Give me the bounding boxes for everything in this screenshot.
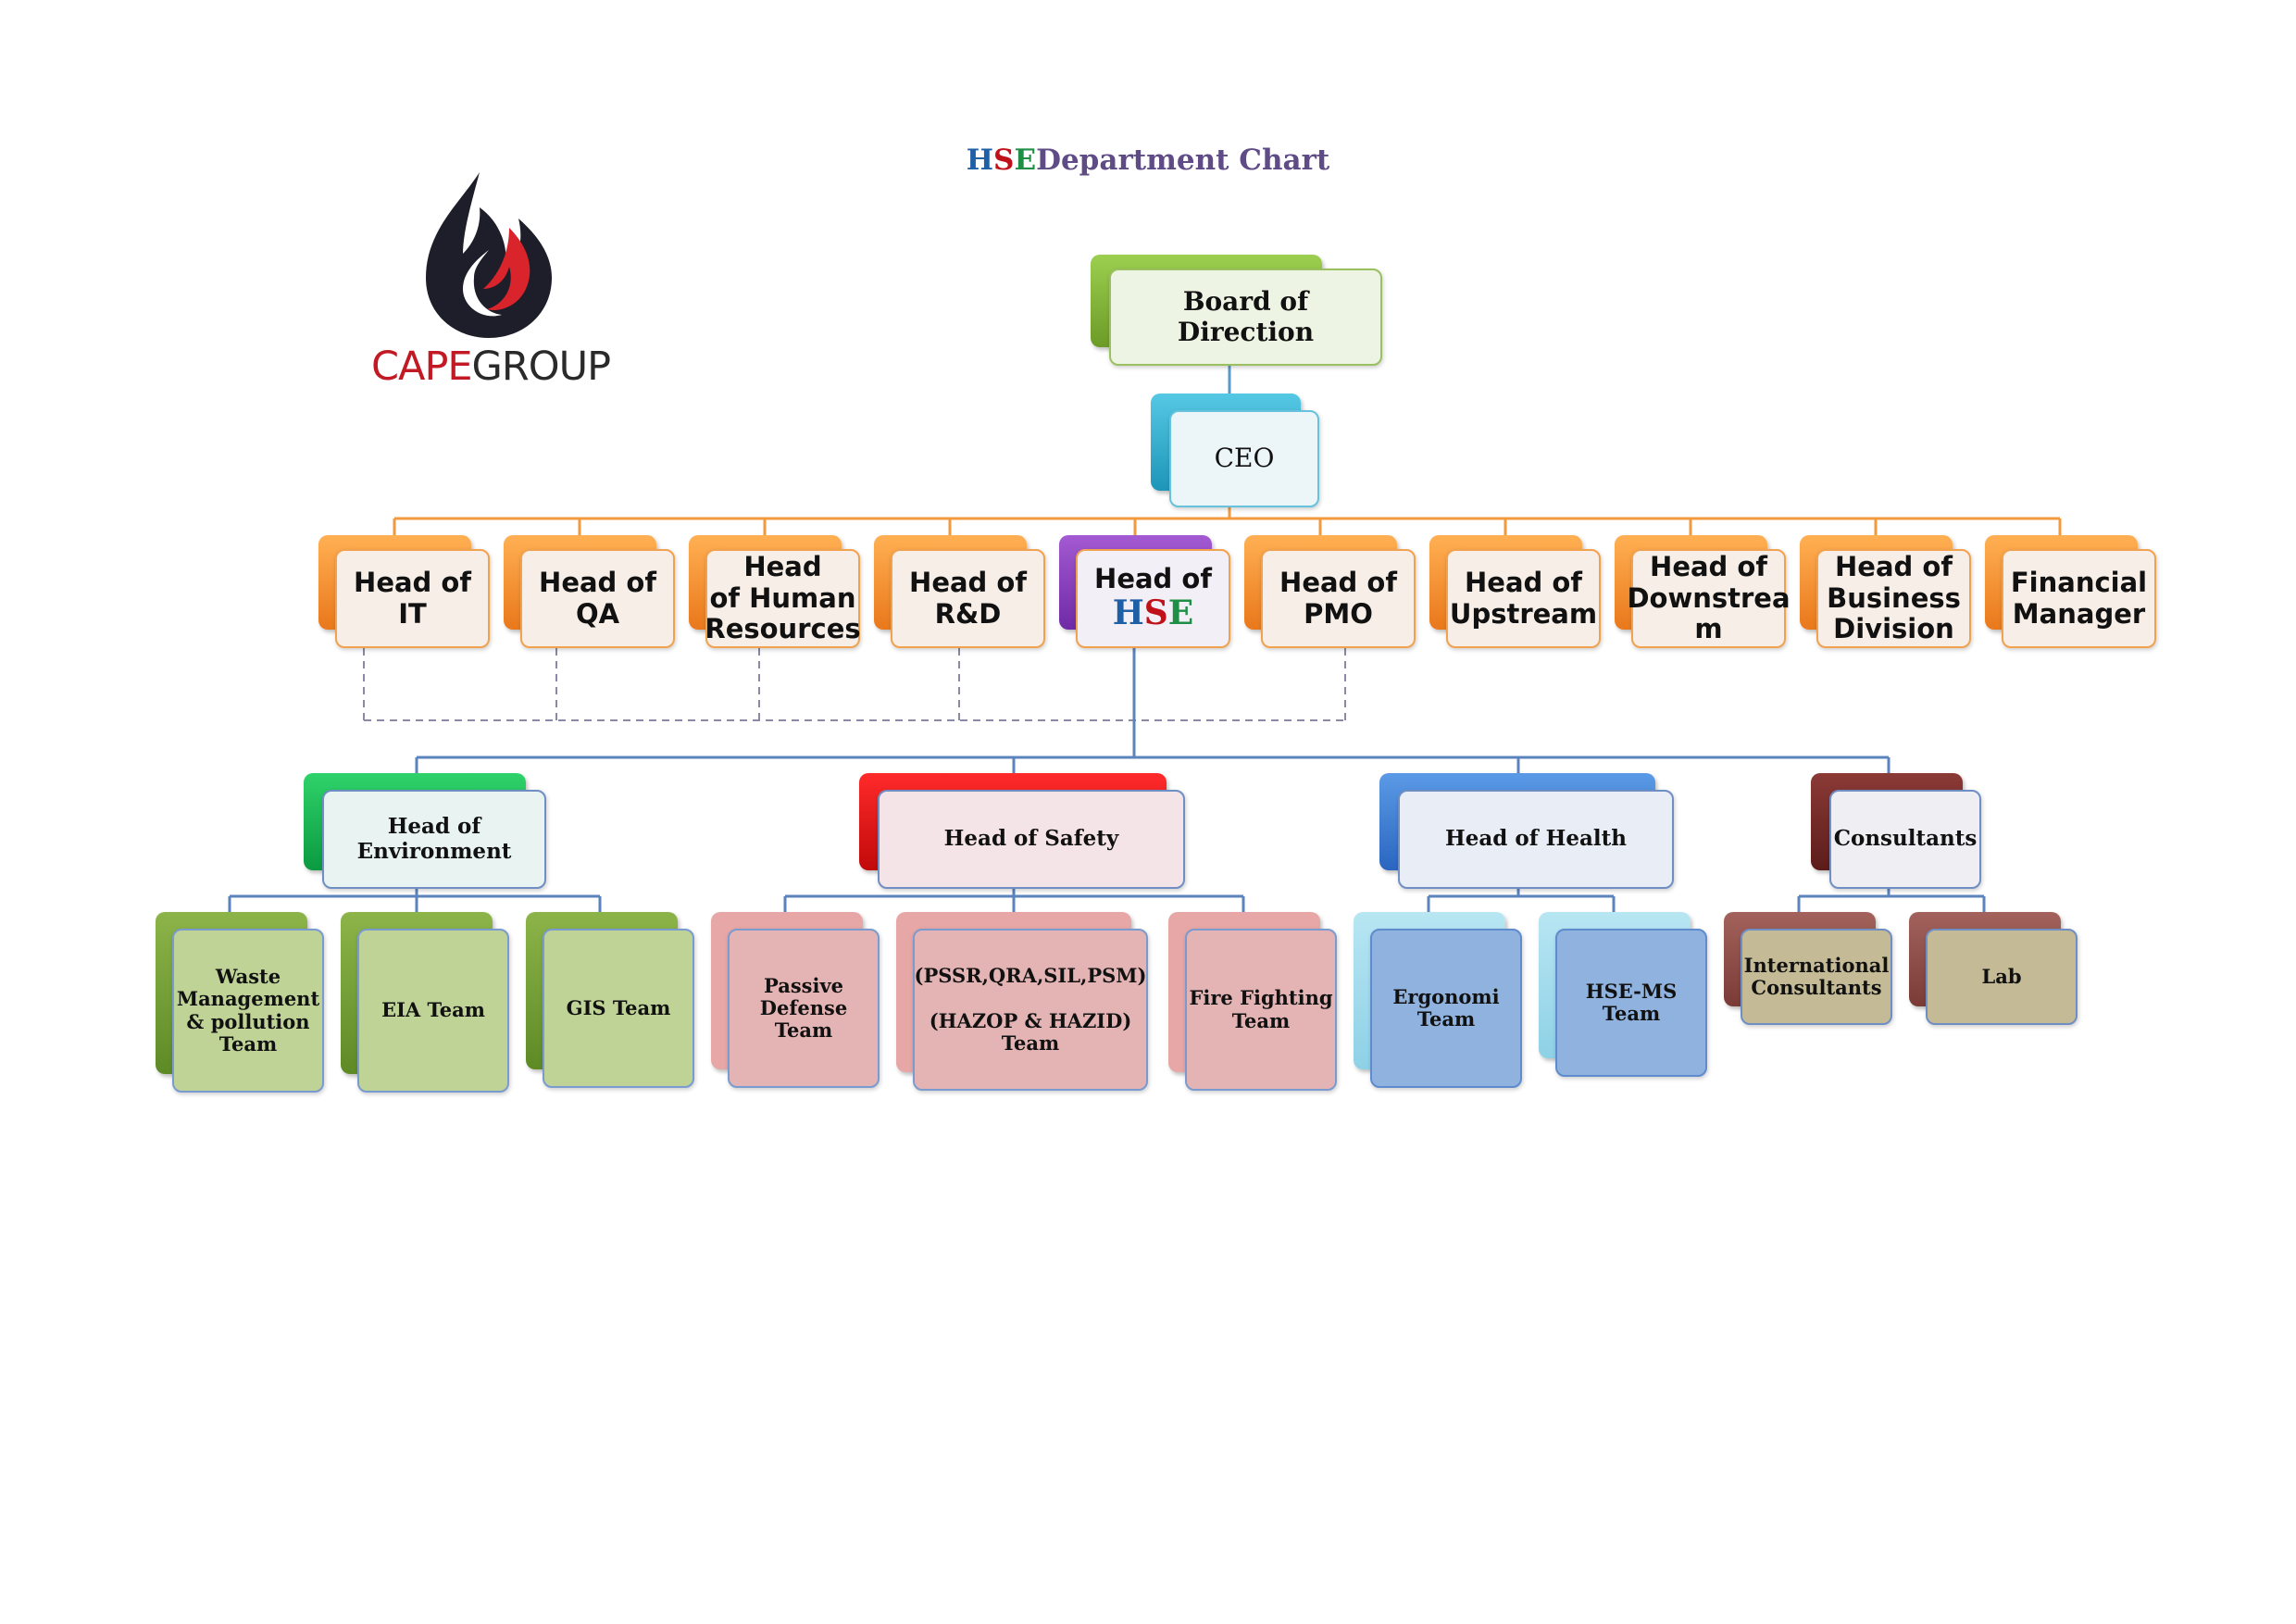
node-head-of-hse: Head of HSE [1059, 535, 1230, 648]
node-label: Head of [1094, 563, 1212, 595]
node-label: Fire Fighting Team [1189, 986, 1333, 1032]
node-head-of-upstream: Head of Upstream [1429, 535, 1601, 648]
node-financial-manager: Financial Manager [1985, 535, 2156, 648]
node-head-of-rnd: Head of R&D [874, 535, 1045, 648]
node-label: Head of Downstrea m [1627, 551, 1791, 645]
node-fire-fighting-team: Fire Fighting Team [1168, 912, 1337, 1091]
node-gis-team: GIS Team [526, 912, 694, 1088]
node-eia-team: EIA Team [341, 912, 509, 1093]
node-label: Passive Defense Team [759, 973, 848, 1043]
node-head-of-qa: Head of QA [504, 535, 675, 648]
node-label: (PSSR,QRA,SIL,PSM) (HAZOP & HAZID) Team [914, 964, 1147, 1055]
node-label: Head of IT [354, 567, 471, 630]
node-label: Head of R&D [909, 567, 1027, 630]
node-ergonomi-team: Ergonomi Team [1354, 912, 1522, 1088]
node-passive-defense-team: Passive Defense Team [711, 912, 880, 1088]
node-label: Waste Management & pollution Team [176, 965, 320, 1056]
node-head-of-environment: Head of Environment [304, 773, 546, 889]
node-board-of-direction: Board of Direction [1091, 255, 1382, 370]
node-label: EIA Team [381, 998, 485, 1022]
node-label: Financial Manager [2010, 567, 2148, 630]
company-logo: CAPEGROUP [370, 167, 611, 389]
node-international-consultants: International Consultants [1724, 912, 1892, 1025]
node-label: Consultants [1833, 826, 1978, 852]
node-label: Head of Upstream [1449, 567, 1598, 630]
node-label: CEO [1214, 443, 1275, 474]
node-consultants: Consultants [1811, 773, 1981, 889]
node-head-of-downstream: Head of Downstrea m [1615, 535, 1791, 648]
flame-logo-icon [426, 172, 552, 338]
node-label: Head of Safety [943, 826, 1119, 852]
node-head-of-it: Head of IT [318, 535, 490, 648]
node-label: Head of Business Division [1827, 551, 1961, 645]
node-label: Ergonomi Team [1392, 984, 1500, 1031]
node-head-of-safety: Head of Safety [859, 773, 1185, 889]
node-ceo: CEO [1151, 394, 1319, 509]
node-process-safety-team: (PSSR,QRA,SIL,PSM) (HAZOP & HAZID) Team [896, 912, 1148, 1091]
node-label: International Consultants [1743, 953, 1890, 999]
node-label: Lab [1981, 964, 2022, 988]
node-head-of-pmo: Head of PMO [1244, 535, 1416, 648]
node-label: Head of QA [539, 567, 656, 630]
node-waste-management-team: Waste Management & pollution Team [156, 912, 324, 1093]
page-title: HSEDepartment Chart [966, 144, 1330, 177]
node-head-of-human-resources: Head of Human Resources [689, 535, 861, 648]
node-head-of-health: Head of Health [1379, 773, 1674, 889]
node-label: Head of PMO [1279, 567, 1397, 630]
node-label: Head of Health [1445, 826, 1627, 852]
node-hse-ms-team: HSE-MS Team [1539, 912, 1707, 1077]
hse-acronym: HSE [1112, 593, 1194, 633]
node-label: Head of Human Resources [705, 551, 861, 645]
node-label: HSE-MS Team [1585, 979, 1678, 1025]
node-label: Head of Environment [356, 814, 512, 864]
node-label: Board of Direction [1177, 286, 1315, 347]
node-label: GIS Team [566, 995, 671, 1019]
node-lab: Lab [1909, 912, 2078, 1025]
node-head-of-business-division: Head of Business Division [1800, 535, 1971, 648]
